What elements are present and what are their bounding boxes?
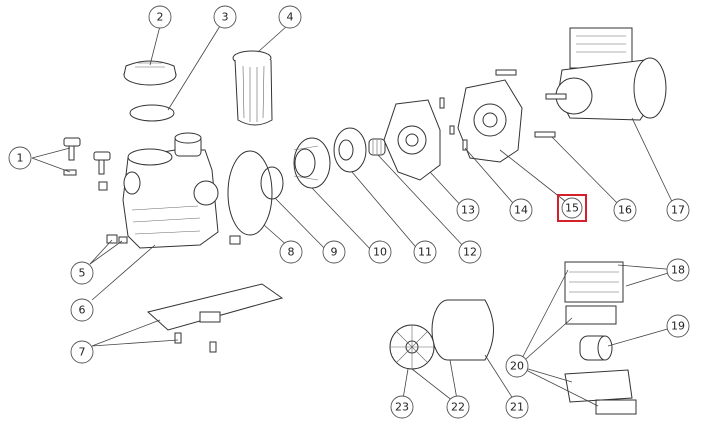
callout-18: 18: [666, 258, 690, 282]
callout-label: 1: [17, 152, 24, 165]
callout-3: 3: [213, 5, 237, 29]
callout-6: 6: [70, 298, 94, 322]
callout-label: 4: [287, 11, 294, 24]
callout-11: 11: [413, 240, 437, 264]
callout-label: 11: [418, 246, 432, 259]
callout-label: 14: [514, 204, 528, 217]
part-body-oring: [227, 150, 273, 236]
callout-12: 12: [458, 240, 482, 264]
callout-label: 21: [510, 401, 524, 414]
callout-label: 18: [671, 264, 685, 277]
part-pump-body: [122, 132, 219, 249]
leader-lines: [31, 25, 679, 407]
callout-15-highlighted: 15: [557, 194, 587, 222]
callout-14: 14: [509, 198, 533, 222]
callout-label: 16: [618, 204, 632, 217]
callout-17: 17: [666, 198, 690, 222]
callout-label: 7: [79, 346, 86, 359]
part-base: [146, 283, 284, 353]
callout-label: 9: [331, 246, 338, 259]
part-fan-cover: [431, 299, 494, 361]
callout-21: 21: [505, 395, 529, 419]
part-lid-oring: [129, 104, 175, 122]
part-capacitor: [579, 335, 613, 361]
part-motor-bolt: [534, 131, 556, 138]
part-seal-plate: [383, 99, 441, 181]
callout-20: 20: [505, 354, 529, 378]
part-basket: [232, 50, 273, 126]
callout-label: 12: [463, 246, 477, 259]
part-motor-adaptor: [439, 69, 523, 163]
callout-label: 23: [395, 401, 409, 414]
highlight-box: [557, 194, 587, 222]
part-drain-plugs: [106, 234, 241, 245]
callout-9: 9: [322, 240, 346, 264]
part-knob-screws: [63, 137, 111, 191]
callout-19: 19: [666, 314, 690, 338]
callout-label: 3: [222, 11, 229, 24]
callout-7: 7: [70, 340, 94, 364]
callout-label: 15: [565, 202, 579, 215]
callout-13: 13: [456, 198, 480, 222]
callout-22: 22: [446, 395, 470, 419]
callout-23: 23: [390, 395, 414, 419]
callout-8: 8: [279, 240, 303, 264]
callout-4: 4: [278, 5, 302, 29]
callout-label: 5: [79, 267, 86, 280]
callout-label: 20: [510, 360, 524, 373]
callout-10: 10: [368, 240, 392, 264]
callout-5: 5: [70, 261, 94, 285]
part-motor: [545, 27, 667, 121]
callout-label: 19: [671, 320, 685, 333]
callout-label: 10: [373, 246, 387, 259]
callout-16: 16: [613, 198, 637, 222]
callout-label: 22: [451, 401, 465, 414]
part-lid: [123, 60, 177, 86]
callout-label: 13: [461, 204, 475, 217]
part-impeller: [333, 127, 367, 173]
callout-label: 6: [79, 304, 86, 317]
part-mechanical-seal: [368, 138, 386, 156]
callout-label: 8: [288, 246, 295, 259]
part-diffuser-oring: [260, 166, 284, 200]
part-diffuser: [293, 137, 331, 189]
part-fan: [389, 324, 435, 370]
callout-label: 17: [671, 204, 685, 217]
callout-2: 2: [148, 5, 172, 29]
part-capacitor-box: [564, 261, 637, 415]
callout-label: 2: [157, 11, 164, 24]
callout-1: 1: [8, 146, 32, 170]
